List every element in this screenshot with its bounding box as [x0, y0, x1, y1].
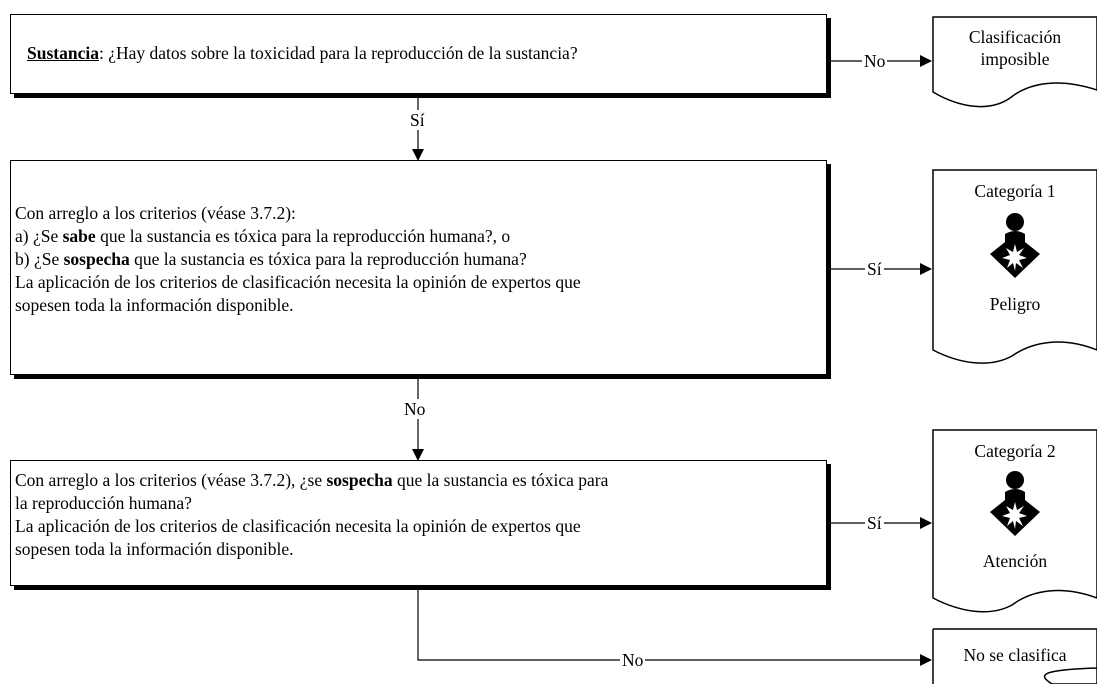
health-hazard-icon [990, 213, 1040, 278]
question-2-line: Con arreglo a los criterios (véase 3.7.2… [15, 203, 296, 223]
question-3-line: La aplicación de los criterios de clasif… [15, 516, 581, 536]
question-1-keyword: Sustancia [27, 43, 99, 63]
question-3-line: Con arreglo a los criterios (véase 3.7.2… [15, 470, 609, 490]
question-2-line: La aplicación de los criterios de clasif… [15, 272, 581, 292]
outcome-cat1-signal: Peligro [989, 294, 1041, 314]
label-yes: Sí [408, 110, 427, 130]
question-2-line: a) ¿Se sabe que la sustancia es tóxica p… [15, 226, 511, 246]
question-3-line: sopesen toda la información disponible. [15, 539, 294, 559]
label-no: No [862, 51, 888, 71]
question-2-line: sopesen toda la información disponible. [15, 295, 294, 315]
question-1-box: Sustancia: ¿Hay datos sobre la toxicidad… [10, 14, 827, 94]
question-3-box: Con arreglo a los criterios (véase 3.7.2… [10, 460, 827, 586]
label-yes: Sí [865, 259, 884, 279]
label-no: No [402, 399, 428, 419]
outcome-impossible: Clasificación imposible [968, 27, 1062, 69]
outcome-cat1-title: Categoría 1 [974, 181, 1056, 201]
question-1-text: Sustancia: ¿Hay datos sobre la toxicidad… [27, 43, 578, 63]
outcome-cat2-title: Categoría 2 [974, 441, 1056, 461]
connector-q3-no [417, 590, 932, 666]
question-2-box: Con arreglo a los criterios (véase 3.7.2… [10, 160, 827, 375]
label-no: No [620, 650, 646, 670]
outcome-not-classified: No se clasifica [963, 645, 1067, 665]
question-3-line: la reproducción humana? [15, 493, 192, 513]
label-yes: Sí [865, 513, 884, 533]
health-hazard-icon [990, 471, 1040, 536]
question-2-line: b) ¿Se sospecha que la sustancia es tóxi… [15, 249, 527, 269]
outcome-cat2-signal: Atención [982, 551, 1048, 571]
